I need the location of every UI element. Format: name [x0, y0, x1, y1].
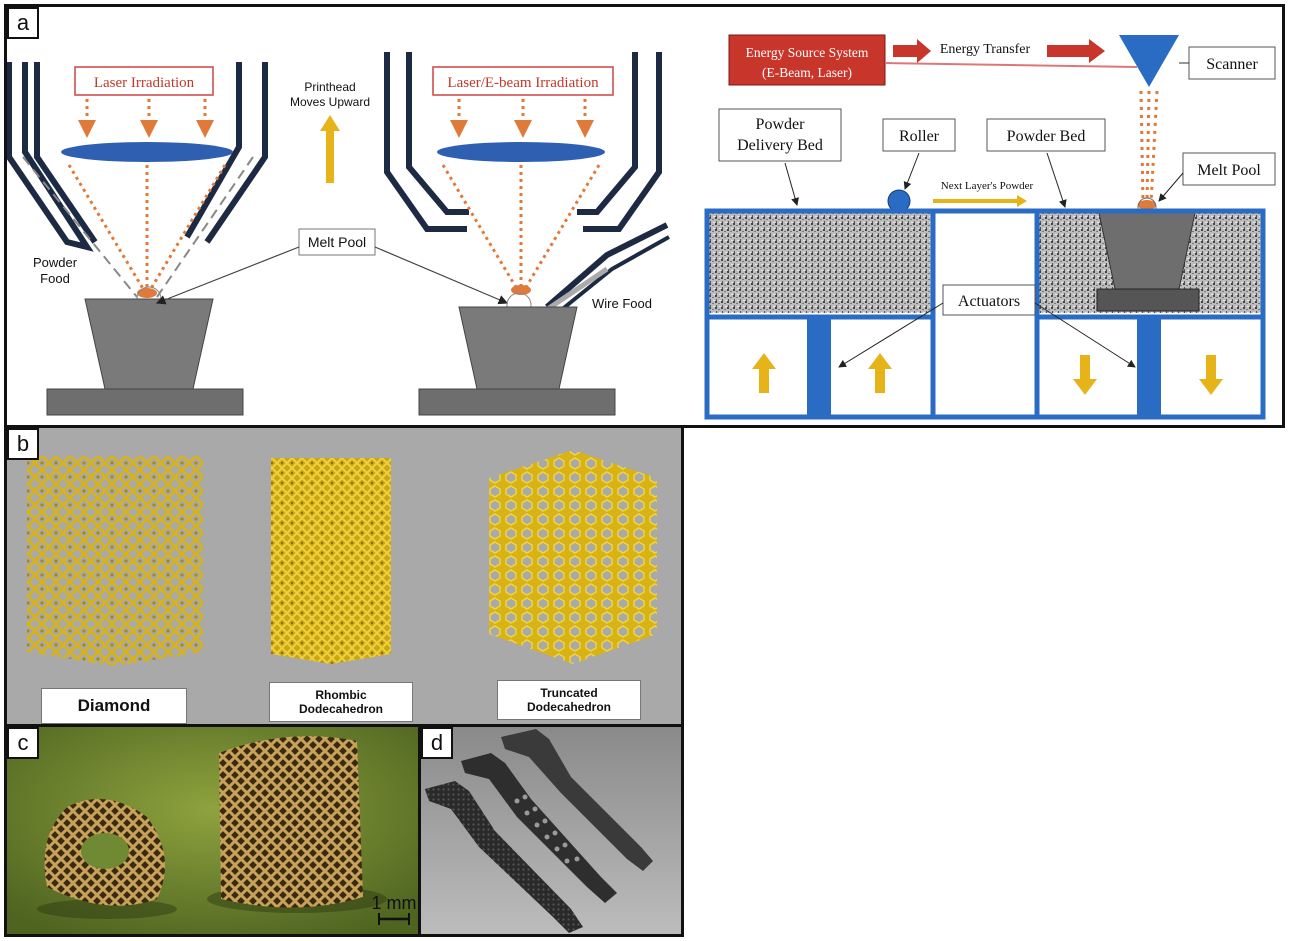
powder-delivery-label-2: Delivery Bed — [737, 137, 823, 154]
panel-b-label: b — [7, 428, 39, 460]
panel-a-label: a — [7, 7, 39, 39]
energy-transfer-label: Energy Transfer — [940, 42, 1031, 57]
scanner-icon — [1119, 35, 1179, 87]
panel-d-label: d — [421, 727, 453, 759]
panel-b: b Diamond Rhombic Dodecahedron T — [4, 425, 684, 727]
melt-pool-right-label: Melt Pool — [1197, 162, 1261, 179]
laser-irradiation-label: Laser Irradiation — [94, 75, 195, 91]
powder-fed-assembly: Laser Irradiation Powder Food — [7, 62, 268, 416]
truncated-caption-line1: Truncated — [540, 686, 598, 700]
implant-solid — [501, 729, 653, 871]
panel-c: c 1 mm — [4, 724, 421, 937]
energy-source-label-1: Energy Source System — [746, 45, 869, 60]
cylinder-lattice-part — [219, 736, 363, 908]
rhombic-caption: Rhombic Dodecahedron — [269, 682, 413, 722]
implant-mesh — [425, 781, 583, 933]
panel-a-diagram: Laser Irradiation Powder Food Printhead … — [7, 34, 1276, 420]
wire-fed-assembly: Laser/E-beam Irradiation Wire Food — [384, 52, 670, 416]
rhombic-lattice — [271, 458, 391, 664]
printhead-label-1: Printhead — [304, 80, 355, 94]
wire-food-label: Wire Food — [592, 296, 652, 311]
implant-porous — [461, 753, 617, 903]
powder-food-label-1: Powder — [33, 255, 78, 270]
diamond-lattice — [27, 456, 203, 666]
laser-ebeam-label: Laser/E-beam Irradiation — [447, 75, 599, 91]
upward-arrow-icon — [320, 115, 340, 183]
energy-source-label-2: (E-Beam, Laser) — [762, 65, 852, 80]
energy-arrow-right-icon — [1047, 39, 1105, 63]
actuators-label: Actuators — [958, 293, 1020, 310]
panel-d: d — [418, 724, 684, 937]
printhead-label-2: Moves Upward — [290, 95, 370, 109]
roller-label: Roller — [899, 128, 940, 145]
truncated-lattice — [489, 450, 657, 664]
truncated-caption: Truncated Dodecahedron — [497, 680, 641, 720]
next-layer-label: Next Layer's Powder — [941, 180, 1034, 192]
panel-c-label: c — [7, 727, 39, 759]
lens — [61, 142, 233, 162]
hip-implants-photo — [421, 727, 681, 934]
scanner-label: Scanner — [1206, 56, 1258, 73]
lattice-structures — [27, 450, 657, 666]
energy-arrow-left-icon — [893, 39, 931, 63]
powder-bed-label: Powder Bed — [1007, 128, 1086, 145]
scale-label: 1 mm — [372, 893, 417, 913]
rhombic-caption-line1: Rhombic — [315, 688, 367, 702]
panel-a: a — [4, 4, 1285, 428]
truncated-caption-line2: Dodecahedron — [526, 700, 611, 714]
powder-delivery-label-1: Powder — [756, 116, 806, 133]
melt-pool-center-label: Melt Pool — [308, 234, 366, 250]
rhombic-caption-line2: Dodecahedron — [298, 702, 383, 716]
powder-bed-fusion: Energy Source System (E-Beam, Laser) Ene… — [704, 34, 1276, 420]
powder-food-label-2: Food — [40, 271, 70, 286]
diamond-caption: Diamond — [41, 688, 187, 724]
printed-lattice-photo: 1 mm — [7, 727, 418, 934]
